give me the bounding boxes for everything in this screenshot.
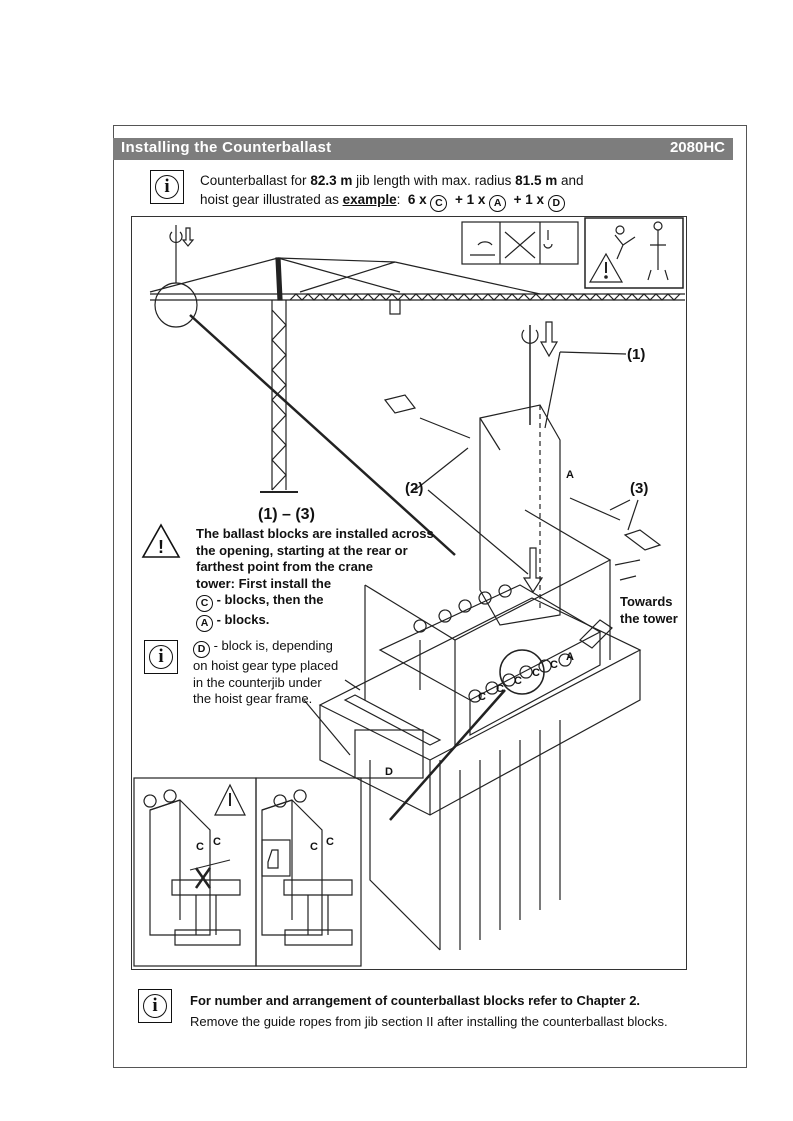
block-label-a: A <box>566 651 574 663</box>
block-label-c: C <box>213 836 221 848</box>
info-icon: i <box>144 640 178 674</box>
footer-note: For number and arrangement of counterbal… <box>190 993 668 1029</box>
callout-3: (3) <box>630 480 649 497</box>
block-d-symbol: D <box>547 195 565 212</box>
hook-icon <box>169 225 195 283</box>
block-label-c: C <box>550 659 558 671</box>
counterballast-diagram <box>131 216 687 970</box>
crane-tower <box>260 257 298 493</box>
block-label-c: C <box>514 675 522 687</box>
c-blocks-line: C - blocks, then the <box>196 592 456 612</box>
hook-icon <box>521 321 559 425</box>
intro-line-2: hoist gear illustrated as example: 6 x C… <box>200 190 583 212</box>
block-label-c: C <box>310 841 318 853</box>
block-label-c: C <box>478 691 486 703</box>
page-frame <box>113 125 747 1068</box>
crane-model: 2080HC <box>669 139 725 156</box>
safety-icons <box>461 217 684 289</box>
intro-text: Counterballast for 82.3 m jib length wit… <box>200 171 583 212</box>
intro-line-1: Counterballast for 82.3 m jib length wit… <box>200 173 584 188</box>
detail-panels <box>133 777 362 967</box>
warning-icon: ! <box>141 523 181 558</box>
block-a-symbol: A <box>489 195 507 212</box>
info-icon: i <box>150 170 184 204</box>
block-c-symbol: C <box>430 195 448 212</box>
block-label-a: A <box>566 469 574 481</box>
crane-jib <box>149 257 685 315</box>
callout-1: (1) <box>627 346 646 363</box>
section-title: Installing the Counterballast <box>121 139 332 156</box>
block-label-d: D <box>385 766 393 778</box>
svg-text:!: ! <box>158 537 164 557</box>
info-icon: i <box>138 989 172 1023</box>
counterjib-platform <box>303 509 642 951</box>
steps-range: (1) – (3) <box>258 506 315 523</box>
block-label-c: C <box>326 836 334 848</box>
towards-tower-label: Towards the tower <box>620 594 678 626</box>
installation-warning-text: The ballast blocks are installed across … <box>196 526 456 632</box>
ballast-block <box>479 404 561 626</box>
block-label-c: C <box>196 841 204 853</box>
section-header: Installing the Counterballast 2080HC <box>113 138 733 160</box>
d-block-note: D - block is, depending on hoist gear ty… <box>193 638 339 706</box>
guide-rope-arrows <box>383 351 662 594</box>
counterjib-zoom-circle <box>154 282 198 328</box>
block-label-c: C <box>532 667 540 679</box>
callout-2: (2) <box>405 480 424 497</box>
a-blocks-line: A - blocks. <box>196 612 456 632</box>
block-label-c: C <box>496 683 504 695</box>
